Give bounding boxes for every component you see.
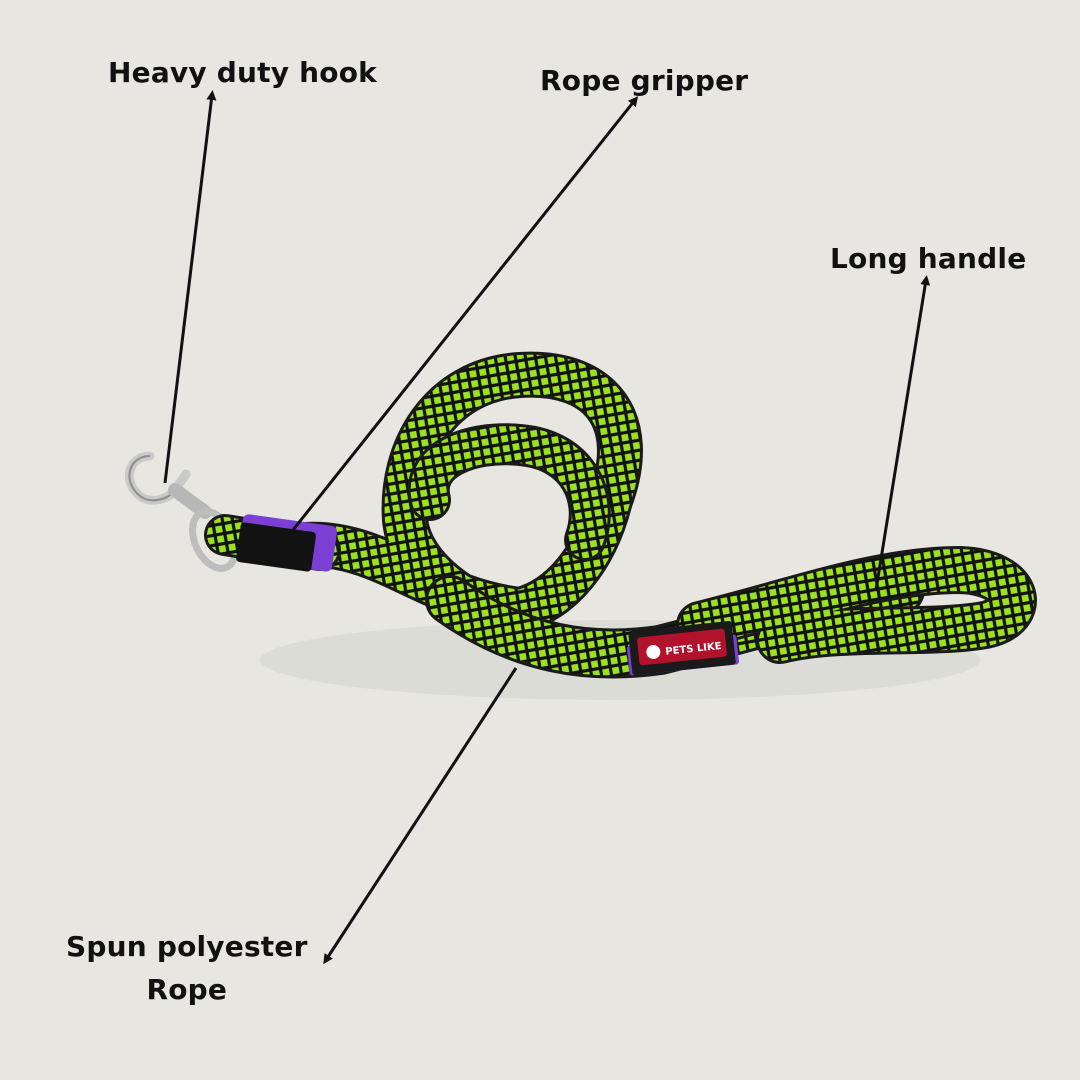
arrow-handle	[874, 275, 931, 591]
label-rope-line2: Rope	[146, 973, 228, 1006]
label-spun-polyester-rope: Spun polyester Rope	[66, 925, 308, 1011]
label-long-handle: Long handle	[830, 242, 1027, 275]
arrow-rope	[323, 667, 518, 965]
label-heavy-duty-hook: Heavy duty hook	[108, 56, 377, 89]
brand-tag: PETS LIKE	[627, 620, 739, 676]
rope-gripper	[236, 514, 337, 572]
label-rope-gripper: Rope gripper	[540, 64, 749, 97]
label-rope-line1: Spun polyester	[66, 930, 308, 963]
handle-loop	[676, 545, 1037, 664]
arrow-gripper	[283, 96, 639, 541]
arrow-hook	[163, 90, 217, 484]
